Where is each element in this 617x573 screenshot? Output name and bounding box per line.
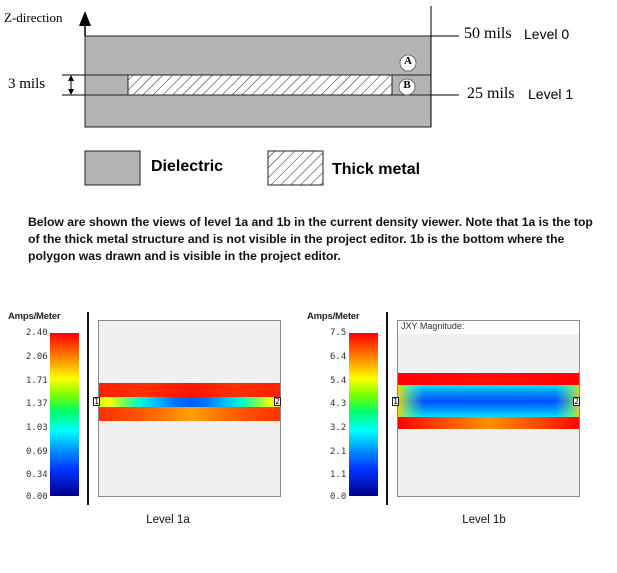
- left-strip-core: [99, 397, 280, 407]
- left-tick: 0.00: [26, 492, 48, 502]
- legend-dielectric-swatch: [84, 150, 141, 186]
- left-tick: 0.34: [26, 470, 48, 480]
- level1-label: Level 1: [528, 86, 574, 102]
- left-scale-title: Amps/Meter: [8, 311, 61, 322]
- right-scale-title: Amps/Meter: [307, 311, 360, 322]
- left-tick: 2.06: [26, 352, 48, 362]
- legend-dielectric-label: Dielectric: [151, 158, 224, 175]
- dim-arrow-down-icon: [68, 89, 74, 95]
- right-tick: 1.1: [330, 470, 347, 480]
- thick-metal-strip: [127, 74, 393, 96]
- left-tick: 2.40: [26, 328, 48, 338]
- right-port-1: 1: [392, 397, 399, 406]
- legend-metal-label: Thick metal: [332, 161, 421, 178]
- left-port-1: 1: [93, 397, 100, 406]
- left-strip-top-edge: [99, 383, 280, 397]
- marker-a-circle: [399, 54, 417, 72]
- right-tick: 3.2: [330, 423, 347, 433]
- right-tick: 2.1: [330, 447, 347, 457]
- right-color-scale: [349, 333, 378, 496]
- right-strip-top-edge: [398, 373, 579, 385]
- right-tick: 7.5: [330, 328, 347, 338]
- dim-arrow-up-icon: [68, 75, 74, 81]
- right-current-density-plot: JXY Magnitude:: [397, 320, 580, 497]
- left-port-2: 2: [274, 397, 281, 406]
- left-caption: Level 1a: [146, 514, 190, 526]
- cross-section-diagram: [62, 6, 459, 186]
- right-divider: [386, 312, 388, 505]
- right-plot-title: JXY Magnitude:: [401, 321, 465, 331]
- right-caption: Level 1b: [462, 514, 506, 526]
- right-plot-title-bar: [398, 321, 579, 334]
- left-tick: 1.37: [26, 399, 48, 409]
- left-color-scale: [50, 333, 79, 496]
- z-axis-label: Z-direction: [4, 10, 63, 25]
- z-axis-arrow-icon: [79, 11, 91, 26]
- marker-b-label: B: [403, 79, 411, 91]
- level1-height: 25 mils: [467, 85, 515, 102]
- left-tick: 0.69: [26, 447, 48, 457]
- right-strip-core: [398, 385, 579, 417]
- description-text: Below are shown the views of level 1a an…: [28, 215, 593, 263]
- left-tick: 1.03: [26, 423, 48, 433]
- left-strip-bottom-edge: [99, 407, 280, 421]
- right-tick: 5.4: [330, 376, 347, 386]
- level0-height: 50 mils: [464, 25, 512, 42]
- dimension-label: 3 mils: [8, 76, 46, 92]
- left-divider: [87, 312, 89, 505]
- right-strip-bottom-edge: [398, 417, 579, 429]
- right-tick: 6.4: [330, 352, 347, 362]
- right-tick: 0.0: [330, 492, 347, 502]
- marker-a-label: A: [404, 55, 412, 67]
- right-tick: 4.3: [330, 399, 347, 409]
- marker-b-circle: [398, 78, 416, 96]
- level0-label: Level 0: [524, 26, 570, 42]
- legend-metal-swatch: [267, 150, 324, 186]
- left-tick: 1.71: [26, 376, 48, 386]
- right-port-2: 2: [573, 397, 580, 406]
- left-current-density-plot: [98, 320, 281, 497]
